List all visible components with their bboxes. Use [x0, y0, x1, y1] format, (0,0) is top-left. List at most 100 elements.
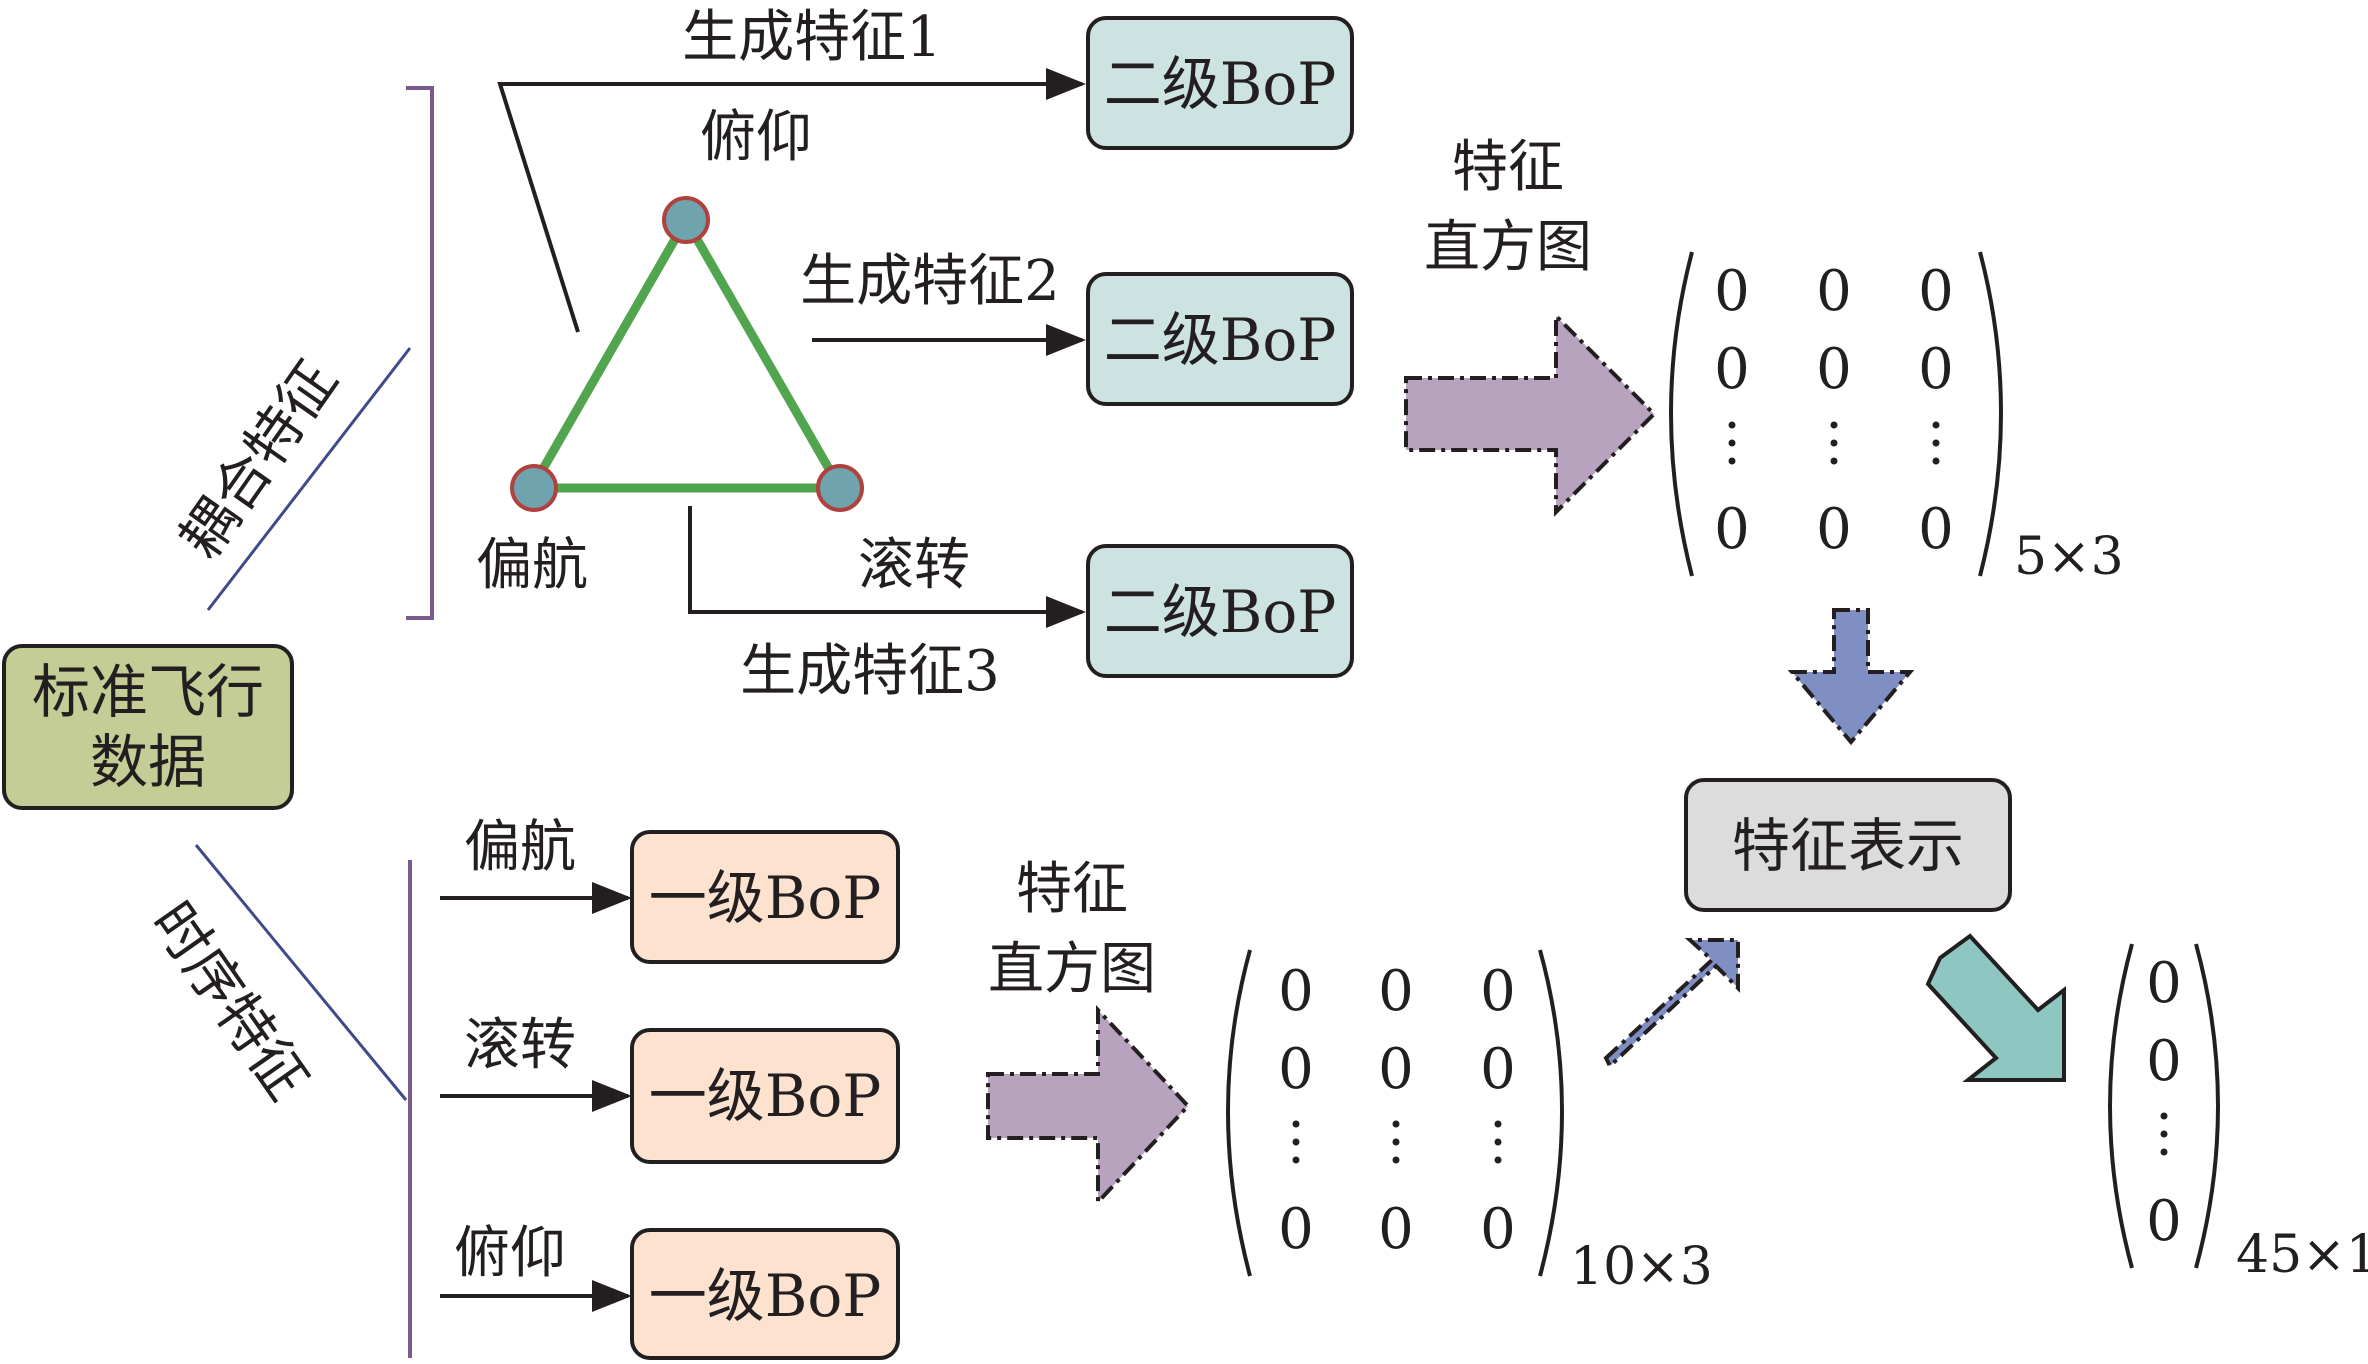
source-data-box: 标准飞行 数据	[2, 644, 294, 810]
bop2-label-1: 二级BoP	[1104, 50, 1337, 118]
temporal-matrix-ellipsis-dot	[1494, 1120, 1502, 1128]
feature1-connector	[497, 68, 1086, 333]
output-vector-cell: 0	[2146, 1189, 2182, 1254]
coupled-matrix-ellipsis-dot	[1728, 439, 1736, 447]
output-vector-cell: 0	[2146, 1029, 2182, 1094]
coupled-matrix-dims: 5×3	[2014, 527, 2124, 587]
coupled-matrix-ellipsis-dot	[1830, 421, 1838, 429]
temporal-input-2: 滚转	[464, 1013, 576, 1078]
node-roll	[816, 464, 864, 512]
coupled-matrix-ellipsis-dot	[1728, 421, 1736, 429]
coupled-matrix-cell: 0	[1816, 259, 1852, 324]
temporal-input-3: 俯仰	[454, 1221, 566, 1286]
coupled-matrix-cell: 0	[1714, 259, 1750, 324]
coupled-histogram-arrow	[1404, 311, 1657, 517]
temporal-matrix-cell: 0	[1480, 959, 1516, 1024]
coupled-matrix-ellipsis-dot	[1830, 439, 1838, 447]
coupled-matrix-cell: 0	[1918, 259, 1954, 324]
coupled-matrix-ellipsis-dot	[1932, 439, 1940, 447]
source-label-line1: 标准飞行	[32, 658, 264, 726]
temporal-histogram-arrow	[986, 1004, 1191, 1208]
feature3-connector	[688, 506, 1086, 628]
temporal-branch-label: 时序特征	[139, 891, 321, 1112]
coupled-histogram-label-2: 直方图	[1424, 215, 1592, 280]
coupled-matrix-ellipsis-dot	[1932, 421, 1940, 429]
coupled-matrix-ellipsis-dot	[1830, 457, 1838, 465]
temporal-matrix-ellipsis-dot	[1392, 1120, 1400, 1128]
temporal-histogram-label-2: 直方图	[988, 937, 1156, 1002]
temporal-matrix-ellipsis-dot	[1392, 1138, 1400, 1146]
temporal-matrix-ellipsis-dot	[1292, 1120, 1300, 1128]
temporal-matrix-ellipsis-dot	[1292, 1138, 1300, 1146]
feature2-label: 生成特征2	[800, 249, 1060, 314]
temporal-matrix-cell: 0	[1378, 1197, 1414, 1262]
coupled-bracket	[406, 86, 434, 620]
coupled-matrix: 0 0 0 0 0 0 0 0 0 5×3	[1669, 251, 2124, 587]
node-pitch	[662, 196, 710, 244]
node-yaw	[510, 464, 558, 512]
temporal-matrix-cell: 0	[1378, 959, 1414, 1024]
bop2-box-3: 二级BoP	[1086, 544, 1354, 678]
temporal-histogram-label-1: 特征	[1016, 857, 1128, 922]
bop1-box-3: 一级BoP	[630, 1228, 900, 1360]
bop1-label-2: 一级BoP	[649, 1062, 882, 1130]
coupled-matrix-cell: 0	[1816, 497, 1852, 562]
temporal-matrix-ellipsis-dot	[1494, 1156, 1502, 1164]
temporal-matrix-cell: 0	[1480, 1037, 1516, 1102]
temporal-to-representation-arrow	[1603, 938, 1740, 1070]
attitude-triangle: 俯仰 偏航 滚转	[476, 105, 970, 598]
temporal-matrix-ellipsis-dot	[1392, 1156, 1400, 1164]
coupled-matrix-cell: 0	[1714, 337, 1750, 402]
temporal-matrix-cell: 0	[1378, 1037, 1414, 1102]
output-vector-ellipsis-dot	[2160, 1112, 2168, 1120]
output-vector-cells: 0 0 0	[2146, 951, 2182, 1254]
temporal-matrix-dims: 10×3	[1570, 1237, 1713, 1297]
coupled-matrix-right-paren	[1978, 251, 2003, 577]
temporal-matrix-cell: 0	[1278, 1037, 1314, 1102]
output-vector: 0 0 0 45×1	[2108, 943, 2368, 1285]
temporal-branch-line	[194, 844, 408, 1101]
representation-box: 特征表示	[1684, 778, 2012, 912]
bop1-label-1: 一级BoP	[649, 864, 882, 932]
coupled-matrix-cell: 0	[1816, 337, 1852, 402]
coupled-matrix-cells: 0 0 0 0 0 0 0 0 0	[1714, 259, 1954, 562]
coupled-matrix-ellipsis-dot	[1932, 457, 1940, 465]
bop1-label-3: 一级BoP	[649, 1262, 882, 1330]
representation-label: 特征表示	[1732, 812, 1964, 880]
output-vector-cell: 0	[2146, 951, 2182, 1016]
feature1-label: 生成特征1	[682, 5, 942, 70]
triangle-left-label: 偏航	[476, 533, 588, 598]
coupled-branch-line	[206, 347, 412, 611]
coupled-to-representation-arrow	[1787, 608, 1915, 746]
feature3-label: 生成特征3	[740, 639, 1000, 704]
representation-to-output-arrow	[1925, 933, 2066, 1082]
output-vector-ellipsis-dot	[2160, 1148, 2168, 1156]
output-vector-right-paren	[2194, 943, 2220, 1269]
coupled-matrix-cell: 0	[1714, 497, 1750, 562]
bop2-box-2: 二级BoP	[1086, 272, 1354, 406]
output-vector-dims: 45×1	[2236, 1225, 2368, 1285]
temporal-input-1: 偏航	[464, 815, 576, 880]
temporal-matrix-right-paren	[1538, 949, 1564, 1277]
temporal-matrix-cell: 0	[1480, 1197, 1516, 1262]
output-vector-ellipsis-dot	[2160, 1130, 2168, 1138]
triangle-top-label: 俯仰	[700, 105, 812, 170]
coupled-histogram-label-1: 特征	[1452, 135, 1564, 200]
output-vector-left-paren	[2108, 943, 2134, 1269]
triangle-right-label: 滚转	[858, 533, 970, 598]
bop2-label-3: 二级BoP	[1104, 578, 1337, 646]
coupled-matrix-cell: 0	[1918, 337, 1954, 402]
source-label-line2: 数据	[90, 728, 206, 796]
coupled-matrix-cell: 0	[1918, 497, 1954, 562]
bop2-label-2: 二级BoP	[1104, 306, 1337, 374]
temporal-matrix-cell: 0	[1278, 959, 1314, 1024]
temporal-matrix-ellipsis-dot	[1494, 1138, 1502, 1146]
coupled-matrix-ellipsis-dot	[1728, 457, 1736, 465]
bop2-box-1: 二级BoP	[1086, 16, 1354, 150]
bop1-box-2: 一级BoP	[630, 1028, 900, 1164]
temporal-matrix-cell: 0	[1278, 1197, 1314, 1262]
temporal-matrix-left-paren	[1226, 949, 1252, 1277]
